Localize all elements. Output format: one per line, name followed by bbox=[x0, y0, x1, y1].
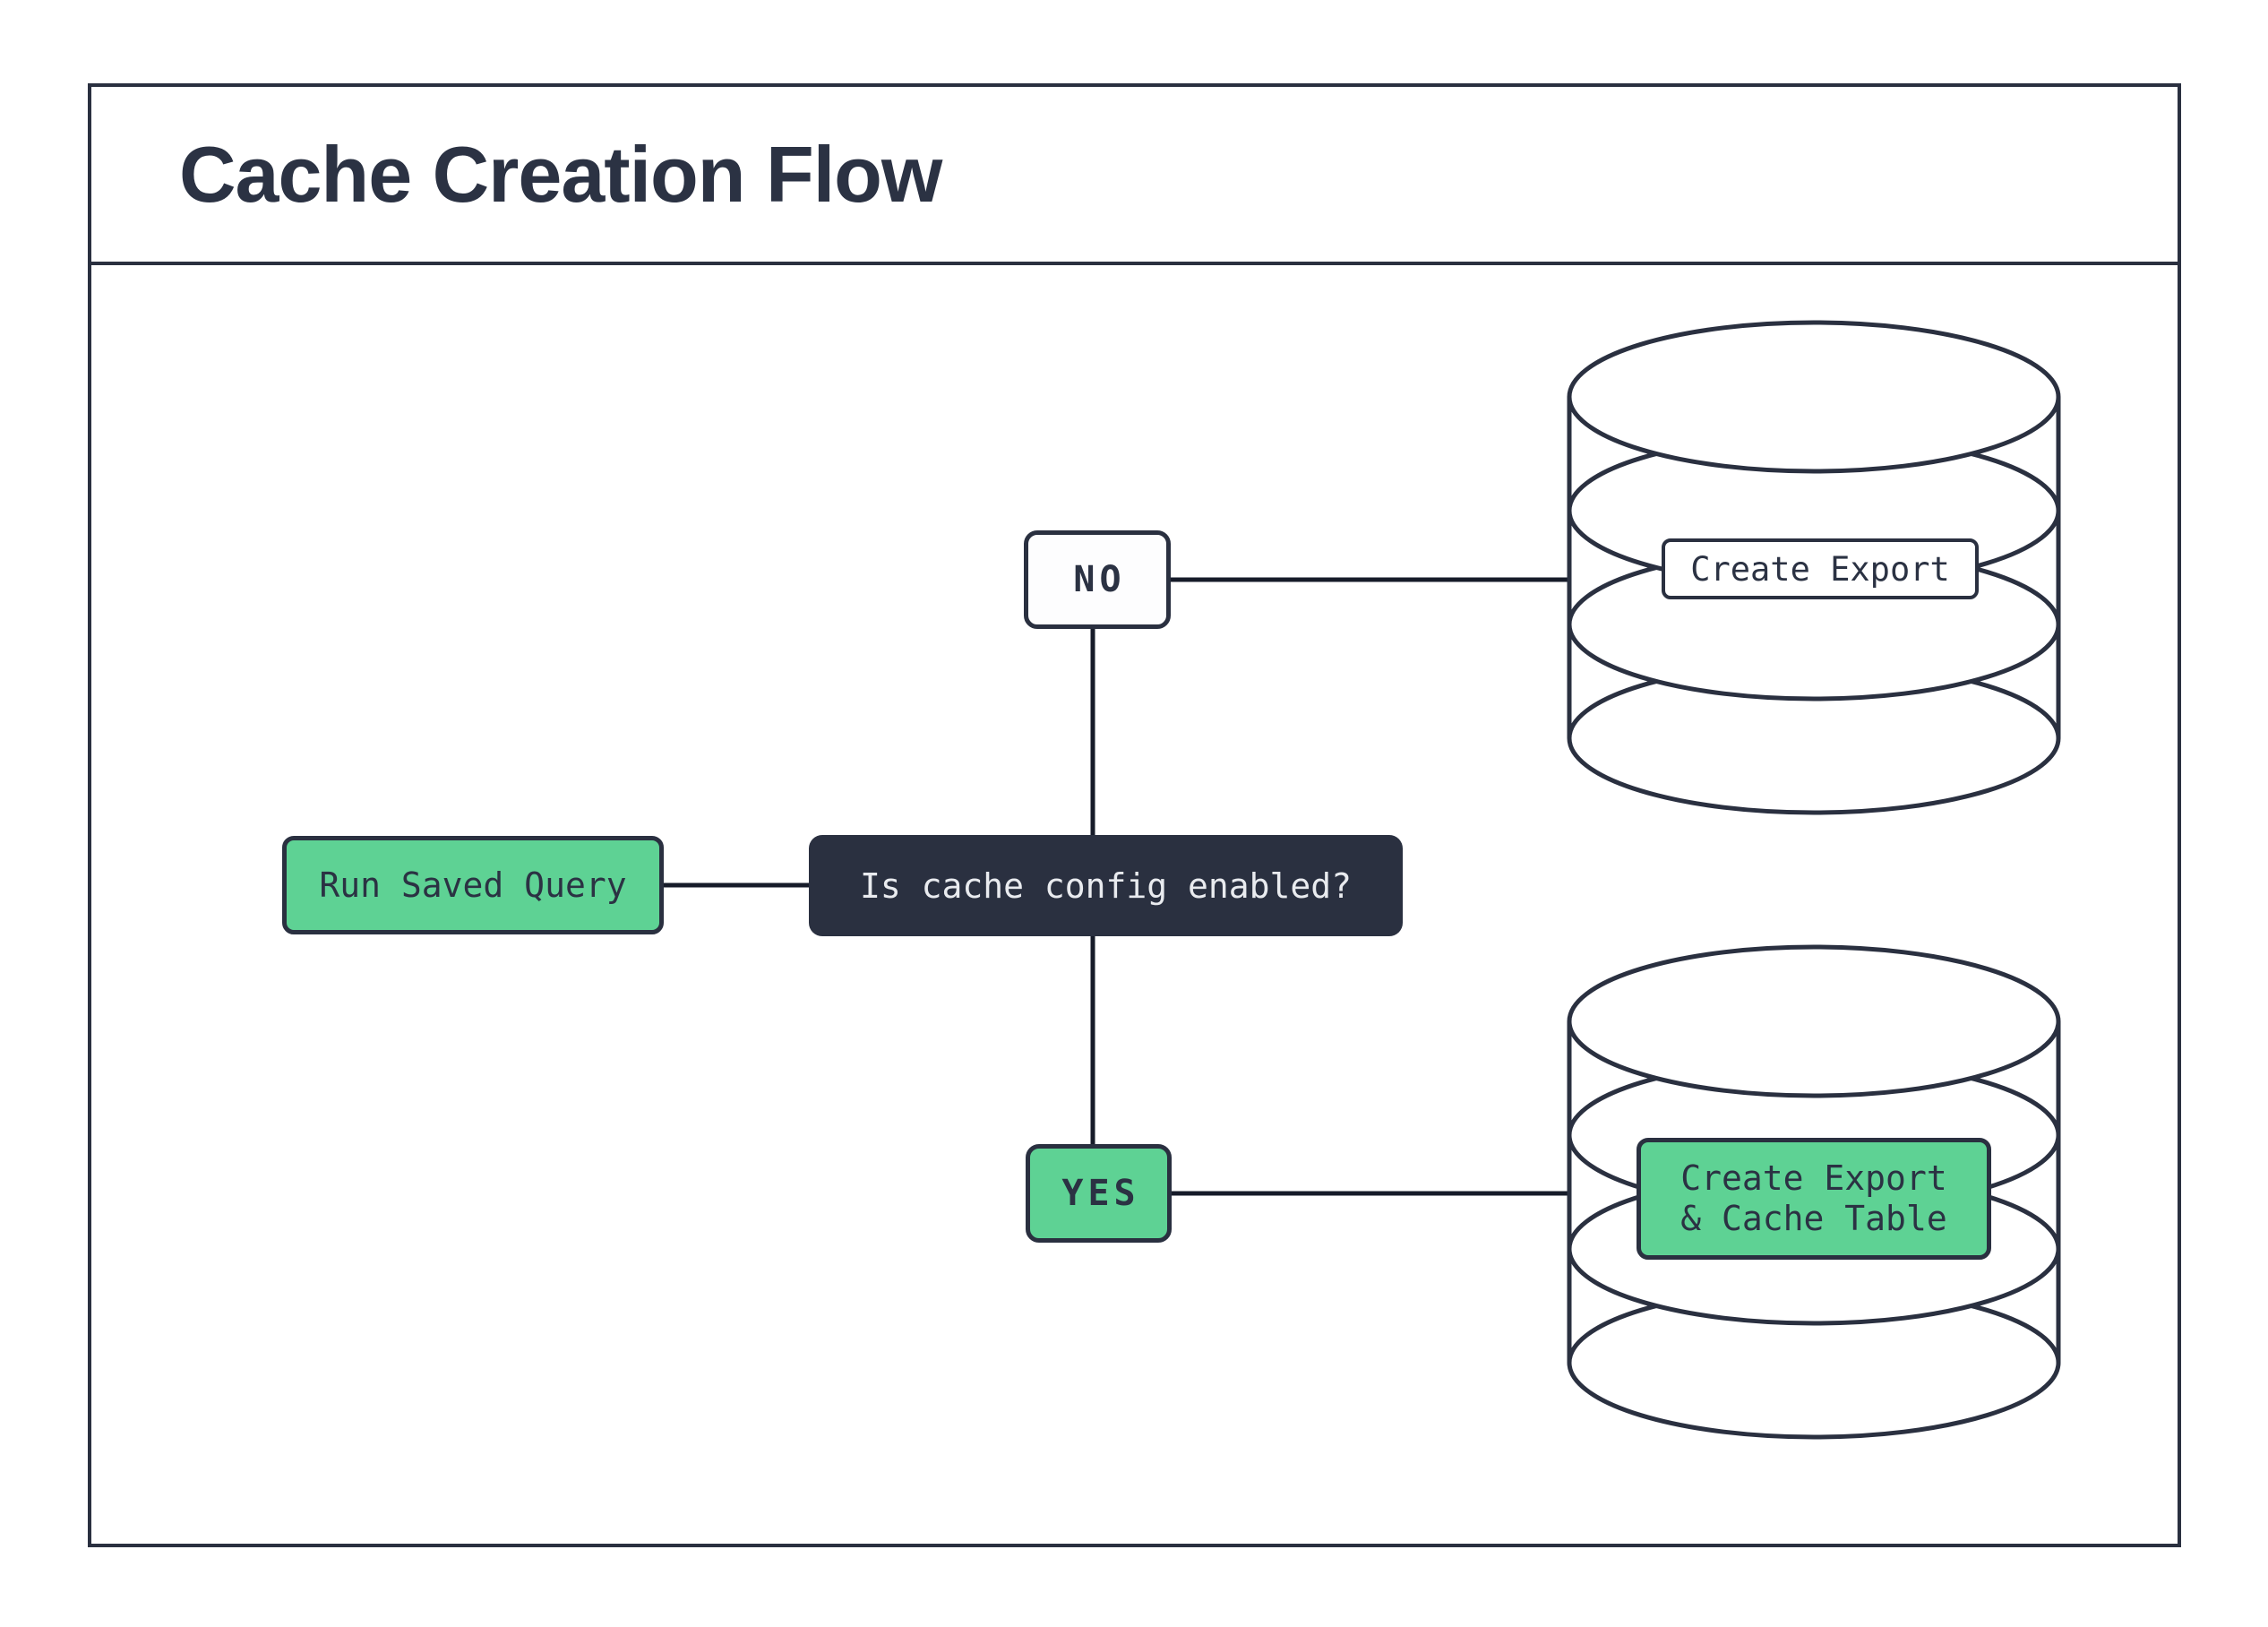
node-create-export-cache-table: Create Export & Cache Table bbox=[1637, 1138, 1991, 1260]
diagram-header: Cache Creation Flow bbox=[91, 87, 2178, 265]
node-cache-config-question: Is cache config enabled? bbox=[809, 835, 1403, 936]
diagram-frame: Cache Creation Flow bbox=[88, 83, 2181, 1547]
node-create-export: Create Export bbox=[1662, 538, 1979, 599]
node-run-saved-query: Run Saved Query bbox=[282, 836, 664, 934]
node-yes-branch: YES bbox=[1026, 1144, 1172, 1243]
page-title: Cache Creation Flow bbox=[179, 129, 942, 219]
node-no-branch: NO bbox=[1024, 530, 1171, 629]
